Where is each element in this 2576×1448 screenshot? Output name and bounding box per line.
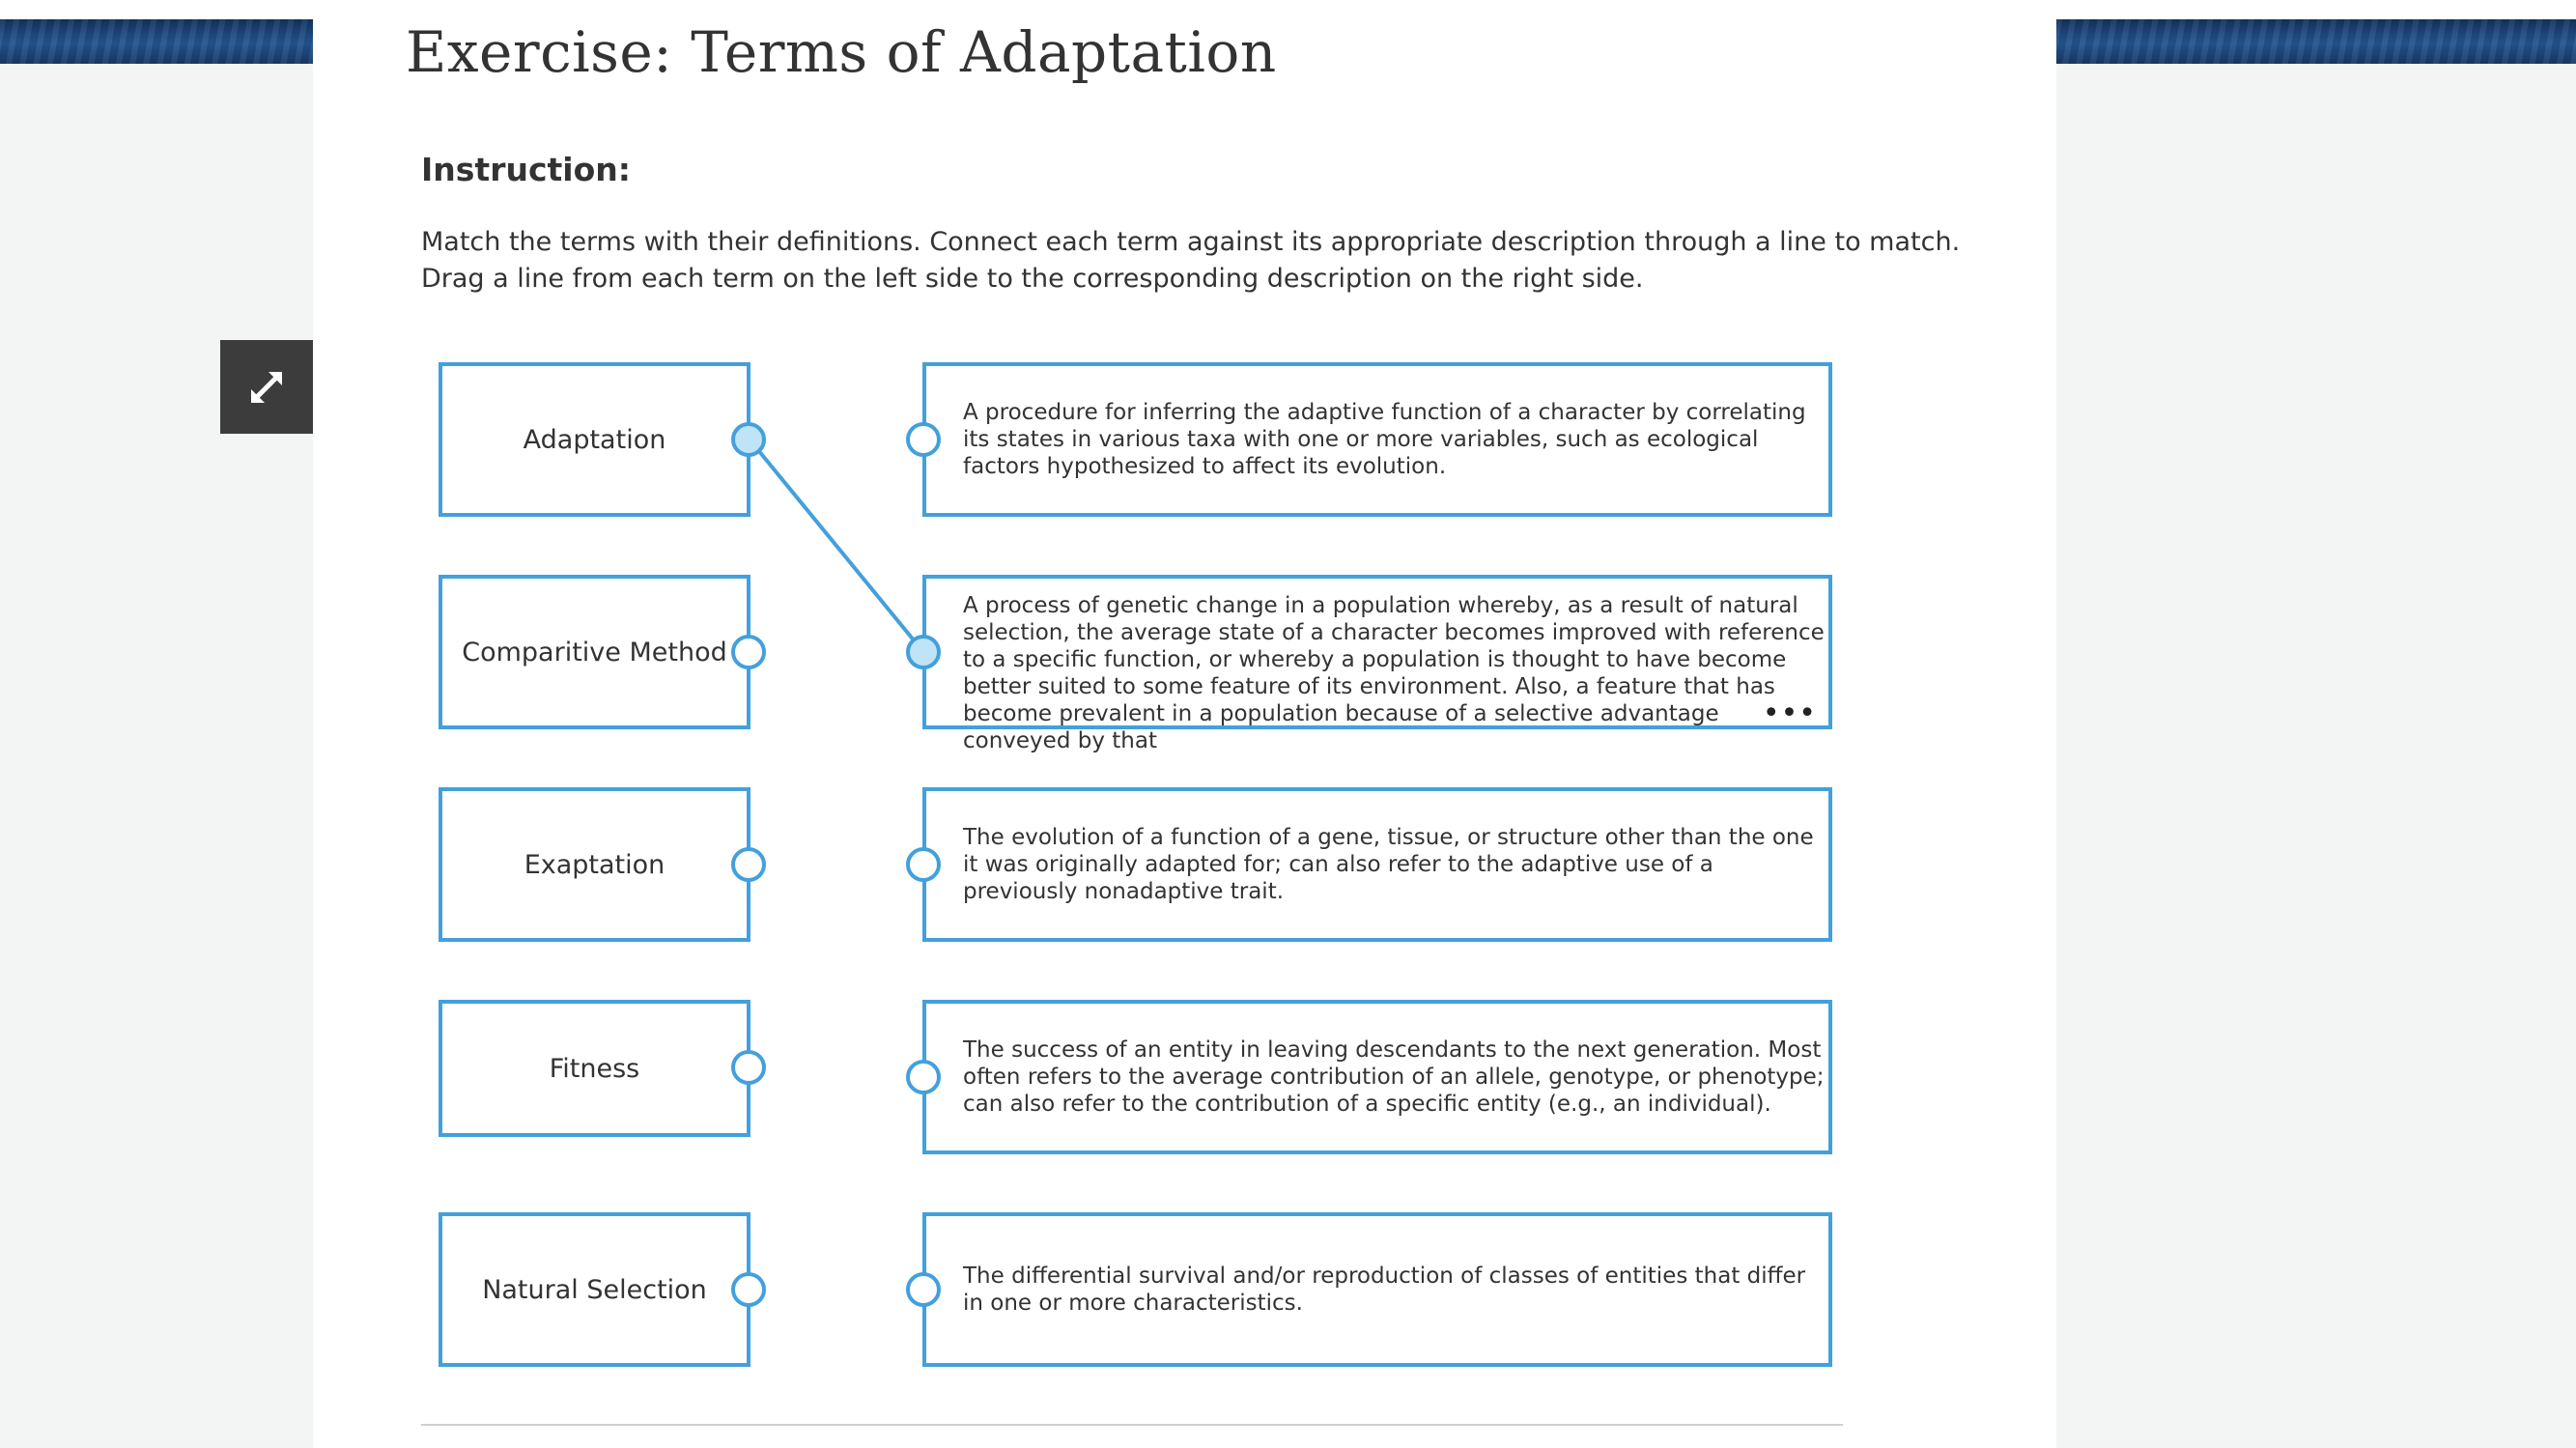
expand-button[interactable] xyxy=(220,340,313,434)
term-handle-fitness[interactable] xyxy=(731,1050,766,1085)
description-text: A procedure for inferring the adaptive f… xyxy=(963,400,1806,479)
term-handle-adaptation[interactable] xyxy=(731,422,766,457)
term-label: Fitness xyxy=(549,1053,640,1084)
description-handle-2[interactable] xyxy=(906,635,941,669)
description-1[interactable]: A procedure for inferring the adaptive f… xyxy=(922,362,1832,517)
term-handle-natural-selection[interactable] xyxy=(731,1272,766,1307)
description-5[interactable]: The differential survival and/or reprodu… xyxy=(922,1212,1832,1367)
term-adaptation[interactable]: Adaptation xyxy=(439,362,750,517)
description-handle-5[interactable] xyxy=(906,1272,941,1307)
term-fitness[interactable]: Fitness xyxy=(439,1000,750,1137)
term-handle-exaptation[interactable] xyxy=(731,847,766,882)
term-handle-comparitive-method[interactable] xyxy=(731,635,766,669)
description-handle-4[interactable] xyxy=(906,1060,941,1094)
description-3[interactable]: The evolution of a function of a gene, t… xyxy=(922,787,1832,942)
term-label: Comparitive Method xyxy=(462,637,727,667)
content-panel: Exercise: Terms of Adaptation Instructio… xyxy=(313,19,2056,1448)
description-handle-3[interactable] xyxy=(906,847,941,882)
description-4[interactable]: The success of an entity in leaving desc… xyxy=(922,1000,1832,1154)
description-text: The evolution of a function of a gene, t… xyxy=(963,825,1814,904)
description-text: The success of an entity in leaving desc… xyxy=(963,1037,1825,1117)
term-exaptation[interactable]: Exaptation xyxy=(439,787,750,942)
header-banner-right xyxy=(2056,19,2576,64)
term-label: Natural Selection xyxy=(482,1274,707,1305)
description-handle-1[interactable] xyxy=(906,422,941,457)
description-text: A process of genetic change in a populat… xyxy=(963,593,1825,753)
term-comparitive-method[interactable]: Comparitive Method xyxy=(439,575,750,729)
top-bar xyxy=(0,0,2576,19)
description-text: The differential survival and/or reprodu… xyxy=(963,1263,1806,1316)
instruction-heading: Instruction: xyxy=(421,151,631,188)
more-text-indicator[interactable]: ••• xyxy=(1762,696,1817,730)
divider xyxy=(421,1424,1843,1426)
description-2[interactable]: A process of genetic change in a populat… xyxy=(922,575,1832,753)
term-label: Adaptation xyxy=(523,424,666,455)
instruction-text: Match the terms with their definitions. … xyxy=(421,227,1961,294)
expand-arrows-icon xyxy=(251,371,282,403)
term-label: Exaptation xyxy=(524,849,665,880)
page-title: Exercise: Terms of Adaptation xyxy=(406,19,1277,85)
term-natural-selection[interactable]: Natural Selection xyxy=(439,1212,750,1367)
header-banner-left xyxy=(0,19,313,64)
